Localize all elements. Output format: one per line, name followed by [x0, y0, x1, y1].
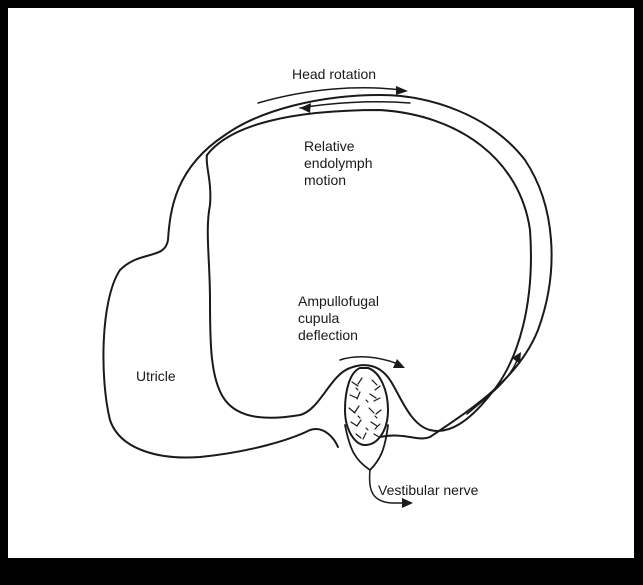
ampullofugal-line-2: cupula	[298, 310, 379, 327]
relative-endolymph-line-2: endolymph	[304, 155, 373, 172]
head-rotation-arrowhead	[396, 86, 408, 95]
relative-endolymph-line-1: Relative	[304, 138, 373, 155]
cupula	[345, 368, 388, 445]
utricle-label: Utricle	[136, 368, 176, 385]
vestibular-nerve-label: Vestibular nerve	[378, 482, 478, 499]
vestibular-nerve-arrowhead	[402, 498, 413, 508]
cupula-deflection-arrow	[340, 357, 398, 364]
ampullofugal-label: Ampullofugal cupula deflection	[298, 293, 379, 344]
endolymph-arrow-top	[300, 102, 410, 108]
head-rotation-label: Head rotation	[292, 66, 376, 83]
ampullofugal-line-3: deflection	[298, 327, 379, 344]
ampullofugal-line-1: Ampullofugal	[298, 293, 379, 310]
relative-endolymph-line-3: motion	[304, 172, 373, 189]
relative-endolymph-label: Relative endolymph motion	[304, 138, 373, 189]
